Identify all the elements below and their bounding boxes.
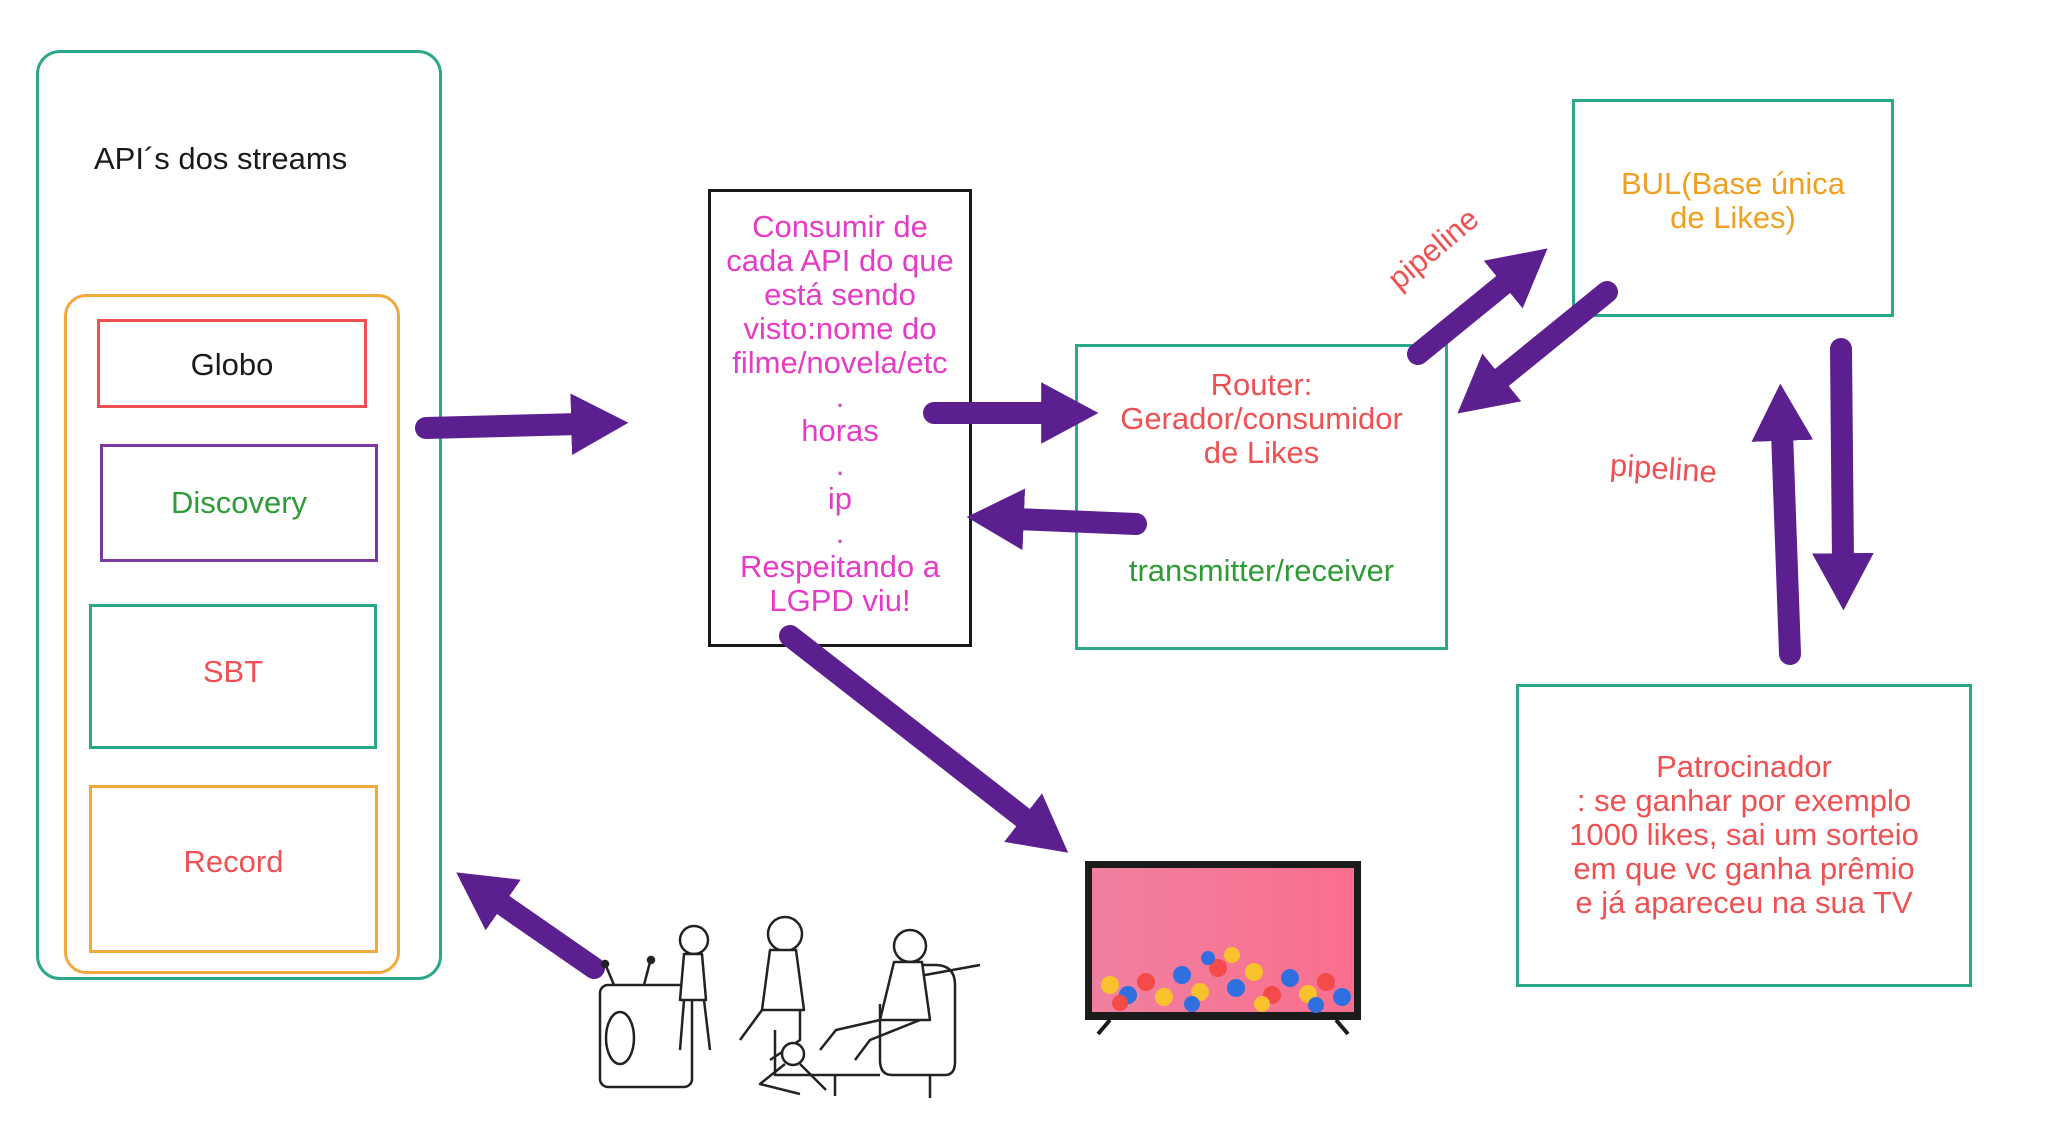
arrow-router-to-bul <box>1407 248 1548 365</box>
router-subtitle: transmitter/receiver <box>1128 553 1395 588</box>
tv-likes-icon <box>1085 861 1361 1036</box>
pipeline-label-upper: pipeline <box>1380 200 1486 297</box>
sponsor-box[interactable] <box>1516 684 1972 987</box>
channel-discovery-box[interactable] <box>100 444 378 562</box>
channel-record-label: Record <box>183 844 284 879</box>
pipeline-label-right: pipeline <box>1608 447 1719 490</box>
channel-record-box[interactable] <box>89 785 378 953</box>
channel-sbt-label: SBT <box>202 654 264 689</box>
family-watching-tv-icon <box>598 915 981 1098</box>
arrow-apis-to-consumer <box>415 393 629 456</box>
apis-panel <box>36 50 442 980</box>
arrow-family-to-apis <box>456 872 605 979</box>
router-box[interactable] <box>1075 344 1448 650</box>
channels-group <box>64 294 400 974</box>
bul-text: BUL(Base única de Likes) <box>1620 166 1845 235</box>
channel-sbt-box[interactable] <box>89 604 377 749</box>
arrow-sponsor-to-bul <box>1751 383 1814 665</box>
arrow-bul-to-sponsor <box>1812 338 1874 611</box>
api-consumer-text: Consumir de cada API do que está sendo v… <box>726 209 954 618</box>
sponsor-text: Patrocinador : se ganhar por exemplo 100… <box>1569 749 1919 920</box>
channel-discovery-label: Discovery <box>170 485 308 520</box>
channel-globo-box[interactable] <box>97 319 367 408</box>
router-title: Router: Gerador/consumidor de Likes <box>1120 367 1403 470</box>
channel-globo-label: Globo <box>190 347 274 382</box>
bul-box[interactable] <box>1572 99 1894 317</box>
arrow-consumer-to-tv <box>779 625 1069 853</box>
apis-panel-title: API´s dos streams <box>94 141 348 176</box>
